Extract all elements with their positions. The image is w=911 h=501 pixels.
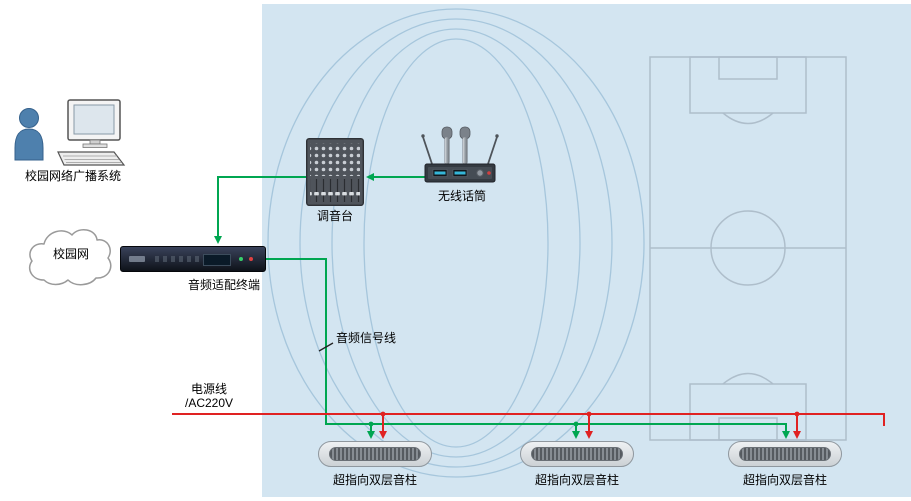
terminal-logo — [129, 256, 145, 262]
speaker-grille — [739, 447, 831, 461]
power-line-label-line2: /AC220V — [184, 396, 234, 410]
audio-cable-adapter-to-speakers — [266, 258, 787, 431]
computer-icon — [57, 99, 126, 166]
power-line-label: 电源线 /AC220V — [166, 382, 252, 410]
speaker-label-2: 超指向双层音柱 — [534, 473, 619, 487]
antenna-left — [422, 136, 433, 165]
cloud-icon — [28, 228, 112, 286]
power-cable-arrows — [379, 411, 801, 439]
wireless-microphone-device — [420, 124, 500, 186]
audio-cable-arrows — [214, 173, 790, 439]
speaker-grille — [329, 447, 421, 461]
audio-line-tick — [318, 342, 334, 352]
receiver-unit — [424, 163, 496, 183]
terminal-buttons — [155, 256, 203, 262]
speaker-label-1: 超指向双层音柱 — [332, 473, 417, 487]
campus-network-cloud — [22, 220, 118, 292]
audio-cable-mixer-to-adapter — [217, 176, 306, 236]
speaker-column-1 — [318, 441, 432, 467]
campus-network-label: 校园网 — [52, 247, 89, 261]
person-icon — [14, 108, 44, 161]
wireless-microphone-label: 无线话筒 — [437, 189, 486, 203]
microphone-2 — [459, 126, 471, 165]
wireless-microphone-icon — [421, 126, 499, 183]
terminal-led-green — [239, 257, 243, 261]
microphone-1 — [441, 126, 453, 165]
audio-signal-line-label: 音频信号线 — [336, 331, 397, 345]
audio-adapter-terminal-label: 音频适配终端 — [187, 278, 260, 292]
person-computer-icon — [14, 99, 126, 166]
terminal-display — [203, 254, 231, 266]
speaker-grille — [531, 447, 623, 461]
audio-adapter-terminal-device — [120, 246, 266, 272]
speaker-column-2 — [520, 441, 634, 467]
power-line-label-line1: 电源线 — [190, 382, 227, 396]
mixer-label: 调音台 — [316, 209, 353, 223]
running-track — [267, 8, 645, 478]
keyboard-icon — [57, 151, 126, 166]
terminal-led-red — [249, 257, 253, 261]
speaker-label-3: 超指向双层音柱 — [742, 473, 827, 487]
mixer-icon — [305, 137, 364, 206]
field-markings — [649, 56, 847, 441]
audio-cables — [217, 176, 787, 431]
broadcast-system-group — [8, 96, 140, 168]
antenna-right — [487, 136, 498, 165]
speaker-column-3 — [728, 441, 842, 467]
broadcast-system-label: 校园网络广播系统 — [24, 169, 121, 183]
power-cable — [172, 413, 885, 431]
mixer-device — [305, 137, 364, 206]
